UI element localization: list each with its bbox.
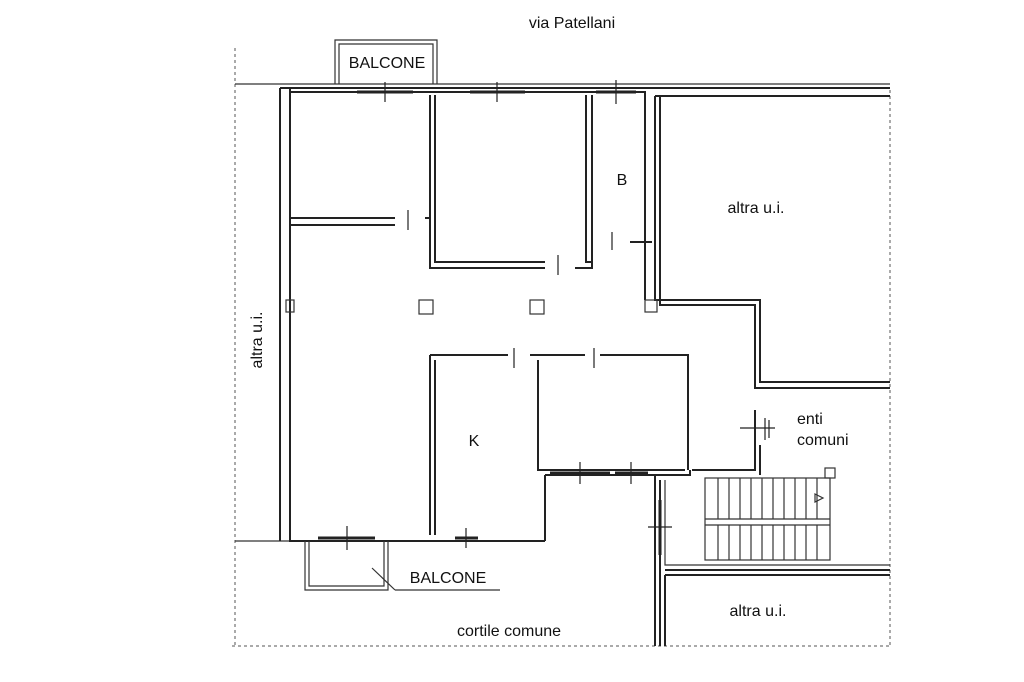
bathroom-label: B	[617, 172, 628, 189]
common-areas-label-line1: enti	[797, 411, 823, 428]
other-unit-right-bottom-label: altra u.i.	[730, 603, 787, 620]
courtyard-label: cortile comune	[457, 623, 561, 640]
balcony-top-label: BALCONE	[349, 55, 425, 72]
common-area-walls	[654, 410, 890, 646]
common-areas-label-line2: comuni	[797, 432, 849, 449]
other-unit-left-label: altra u.i.	[249, 312, 266, 369]
kitchen-label: K	[469, 433, 480, 450]
interior-walls	[290, 95, 691, 535]
balcony-bottom-label: BALCONE	[410, 570, 486, 587]
property-boundary	[232, 48, 891, 647]
door-marks	[407, 210, 775, 440]
staircase	[704, 477, 831, 561]
neighbor-unit-top-right	[654, 95, 890, 389]
balcony-top	[334, 39, 438, 84]
balcony-bottom	[304, 541, 500, 591]
other-unit-right-top-label: altra u.i.	[728, 200, 785, 217]
pillars	[285, 299, 658, 315]
windows	[318, 80, 672, 555]
street-name: via Patellani	[529, 15, 615, 32]
